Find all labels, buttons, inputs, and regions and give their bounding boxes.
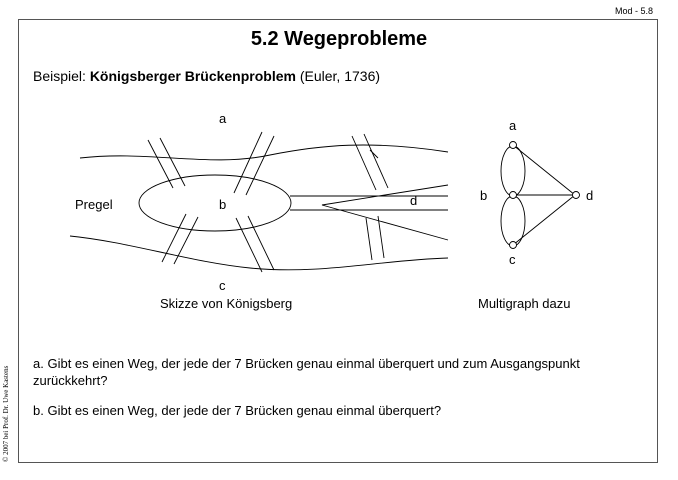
bridge-4 [235,215,275,273]
example-name: Königsberger Brückenproblem [89,68,296,84]
island-kneiphof [138,174,292,232]
river-bank-top [79,144,449,161]
slide-frame [18,19,658,463]
bridge-7 [369,149,379,159]
multigraph-caption: Multigraph dazu [478,296,571,311]
sketch-caption: Skizze von Königsberg [160,296,293,311]
graph-label-d: d [586,188,594,203]
question-a: a. Gibt es einen Weg, der jede der 7 Brü… [33,355,633,389]
slide-id: Mod - 5.8 [614,6,653,16]
bridge-6 [365,215,385,261]
graph-node-c [509,241,517,249]
example-suffix: (Euler, 1736) [295,68,381,84]
question-b-text: Gibt es einen Weg, der jede der 7 Brücke… [47,403,442,418]
example-prefix: Beispiel: [33,68,90,84]
river-label: Pregel [75,197,113,212]
bridge-5 [351,133,389,191]
graph-label-b: b [480,188,488,203]
graph-node-d [572,191,580,199]
graph-label-c: c [509,252,516,267]
bridge-1 [147,137,186,189]
bridge-2 [233,131,275,196]
graph-node-a [509,141,517,149]
question-a-text: Gibt es einen Weg, der jede der 7 Brücke… [33,356,580,388]
multigraph [500,141,580,249]
example-line: Beispiel: Königsberger Brückenproblem (E… [33,68,380,84]
river-bank-bottom [69,235,449,271]
region-label-a: a [219,111,227,126]
copyright-note: © 2007 bei Prof. Dr. Uwe Kastens [2,365,10,462]
question-a-marker: a. [33,356,44,371]
graph-node-b [509,191,517,199]
region-label-d: d [410,193,418,208]
region-label-b: b [219,197,227,212]
graph-label-a: a [509,118,517,133]
question-b-marker: b. [33,403,44,418]
river-fork [321,184,449,241]
page-title: 5.2 Wegeprobleme [250,28,428,50]
question-b: b. Gibt es einen Weg, der jede der 7 Brü… [33,402,633,419]
bridge-3 [161,213,199,265]
region-label-c: c [219,278,226,293]
